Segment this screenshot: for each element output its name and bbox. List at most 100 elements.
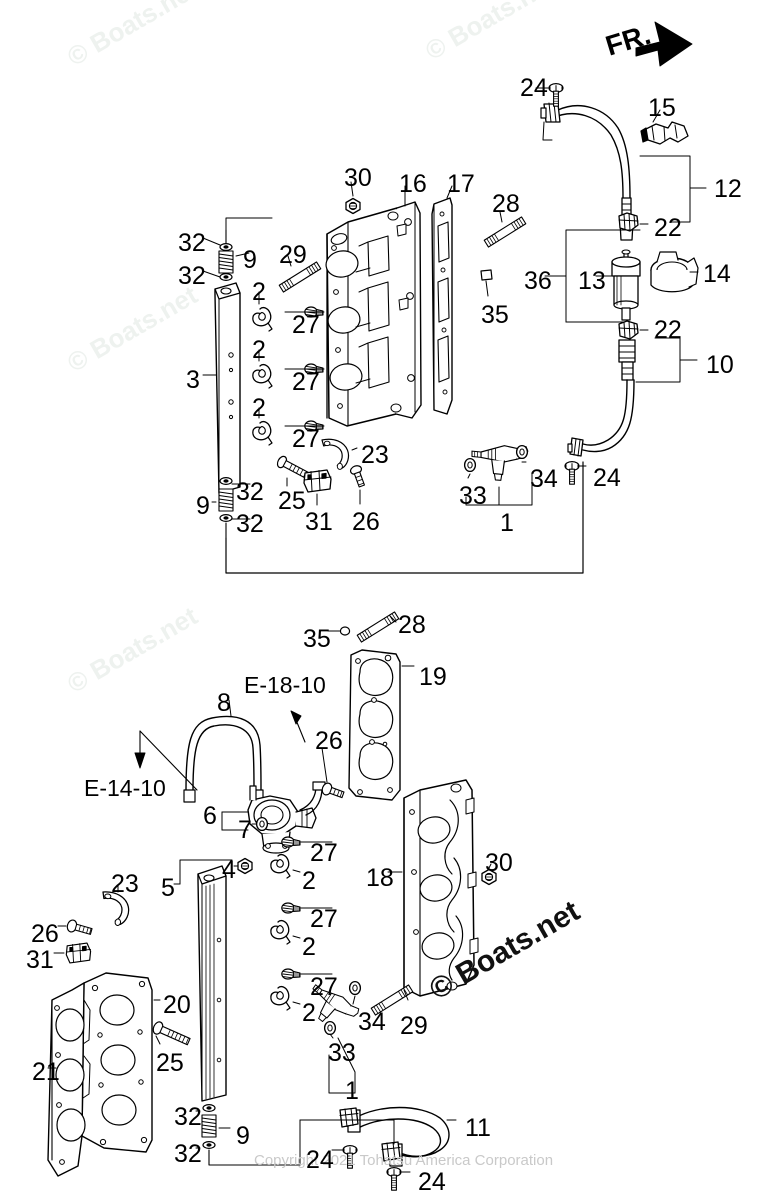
- part-callout-33[interactable]: 33: [328, 1039, 356, 1067]
- filter-clamp-14: [650, 251, 699, 293]
- part-callout-32[interactable]: 32: [174, 1103, 202, 1131]
- part-callout-7[interactable]: 7: [238, 816, 252, 844]
- clamp-22-upper: [618, 212, 649, 232]
- part-callout-22[interactable]: 22: [654, 214, 682, 242]
- part-callout-36[interactable]: 36: [524, 267, 552, 295]
- part-callout-35[interactable]: 35: [303, 625, 331, 653]
- part-callout-2[interactable]: 2: [302, 867, 316, 895]
- part-callout-32[interactable]: 32: [178, 229, 206, 257]
- part-callout-34[interactable]: 34: [358, 1008, 386, 1036]
- part-callout-1[interactable]: 1: [345, 1077, 359, 1105]
- part-callout-26[interactable]: 26: [352, 508, 380, 536]
- part-callout-4[interactable]: 4: [222, 856, 236, 884]
- part-callout-19[interactable]: 19: [419, 663, 447, 691]
- part-callout-20[interactable]: 20: [163, 991, 191, 1019]
- grommet-35-upper: [480, 269, 493, 297]
- part-callout-33[interactable]: 33: [459, 482, 487, 510]
- part-callout-18[interactable]: 18: [366, 864, 394, 892]
- part-callout-31[interactable]: 31: [26, 946, 54, 974]
- bracket-23-lower: [98, 885, 132, 928]
- part-callout-24[interactable]: 24: [418, 1168, 446, 1196]
- part-callout-17[interactable]: 17: [447, 170, 475, 198]
- part-callout-29[interactable]: 29: [279, 241, 307, 269]
- rail-cap-4: [233, 857, 253, 875]
- part-callout-28[interactable]: 28: [398, 611, 426, 639]
- fuel-rail-upper: [214, 282, 241, 494]
- crossref-E-18-10[interactable]: E-18-10: [244, 672, 326, 698]
- part-callout-9[interactable]: 9: [196, 492, 210, 520]
- clip-31-lower: [53, 942, 92, 964]
- screw-26-lower-left: [57, 919, 93, 935]
- injector-clips-lower: [270, 836, 333, 1011]
- part-callout-10[interactable]: 10: [706, 351, 734, 379]
- screw-26-lower: [321, 747, 345, 799]
- part-callout-12[interactable]: 12: [714, 175, 742, 203]
- part-callout-3[interactable]: 3: [186, 366, 200, 394]
- part-callout-13[interactable]: 13: [578, 267, 606, 295]
- part-callout-2[interactable]: 2: [252, 278, 266, 306]
- part-callout-9[interactable]: 9: [243, 246, 257, 274]
- rail-top-fittings: [218, 229, 234, 281]
- part-callout-24[interactable]: 24: [306, 1146, 334, 1174]
- part-callout-27[interactable]: 27: [292, 311, 320, 339]
- part-callout-2[interactable]: 2: [302, 933, 316, 961]
- clip-31-upper: [303, 469, 332, 506]
- crossref-E-14-10[interactable]: E-14-10: [84, 775, 166, 801]
- bolt-25-upper: [276, 455, 312, 487]
- part-callout-23[interactable]: 23: [361, 441, 389, 469]
- part-callout-11[interactable]: 11: [465, 1114, 491, 1142]
- part-callout-27[interactable]: 27: [292, 425, 320, 453]
- cylinder-gasket-20: [81, 972, 153, 1153]
- part-callout-14[interactable]: 14: [703, 260, 731, 288]
- part-callout-34[interactable]: 34: [530, 465, 558, 493]
- part-callout-23[interactable]: 23: [111, 870, 139, 898]
- part-callout-2[interactable]: 2: [302, 999, 316, 1027]
- bracket-23-upper: [321, 438, 358, 471]
- part-callout-24[interactable]: 24: [593, 464, 621, 492]
- screw-26-upper: [349, 465, 365, 505]
- part-callout-32[interactable]: 32: [236, 510, 264, 538]
- part-callout-2[interactable]: 2: [252, 394, 266, 422]
- part-callout-1[interactable]: 1: [500, 509, 514, 537]
- part-callout-28[interactable]: 28: [492, 190, 520, 218]
- part-callout-26[interactable]: 26: [31, 920, 59, 948]
- part-callout-16[interactable]: 16: [399, 170, 427, 198]
- part-callout-27[interactable]: 27: [292, 368, 320, 396]
- part-callout-35[interactable]: 35: [481, 301, 509, 329]
- stud-28-lower: [356, 611, 400, 643]
- part-callout-30[interactable]: 30: [344, 164, 372, 192]
- part-callout-8[interactable]: 8: [217, 689, 231, 717]
- fuel-hose-11: [339, 1106, 450, 1167]
- part-callout-25[interactable]: 25: [156, 1049, 184, 1077]
- part-callout-27[interactable]: 27: [310, 973, 338, 1001]
- stud-29-upper: [278, 255, 322, 293]
- part-callout-2[interactable]: 2: [252, 336, 266, 364]
- part-callout-27[interactable]: 27: [310, 905, 338, 933]
- manifold-gasket-17: [431, 197, 453, 415]
- part-callout-32[interactable]: 32: [174, 1140, 202, 1168]
- intake-manifold-16: [325, 201, 422, 427]
- part-callout-21[interactable]: 21: [32, 1058, 60, 1086]
- intake-manifold-18: [403, 779, 479, 997]
- part-callout-29[interactable]: 29: [400, 1012, 428, 1040]
- part-callout-25[interactable]: 25: [278, 487, 306, 515]
- pressure-regulator-6: [247, 785, 317, 854]
- part-callout-30[interactable]: 30: [485, 849, 513, 877]
- part-callout-27[interactable]: 27: [310, 839, 338, 867]
- part-callout-32[interactable]: 32: [178, 262, 206, 290]
- bolt-24-top: [535, 82, 564, 107]
- part-callout-26[interactable]: 26: [315, 727, 343, 755]
- part-callout-22[interactable]: 22: [654, 316, 682, 344]
- rail-bottom-fittings: [218, 477, 234, 539]
- part-callout-31[interactable]: 31: [305, 508, 333, 536]
- part-callout-9[interactable]: 9: [236, 1122, 250, 1150]
- part-callout-32[interactable]: 32: [236, 478, 264, 506]
- intake-cover-21: [47, 982, 91, 1177]
- injector-clips-upper: [252, 291, 325, 446]
- part-callout-15[interactable]: 15: [648, 94, 676, 122]
- part-callout-24[interactable]: 24: [520, 74, 548, 102]
- part-callout-6[interactable]: 6: [203, 802, 217, 830]
- part-callout-5[interactable]: 5: [161, 874, 175, 902]
